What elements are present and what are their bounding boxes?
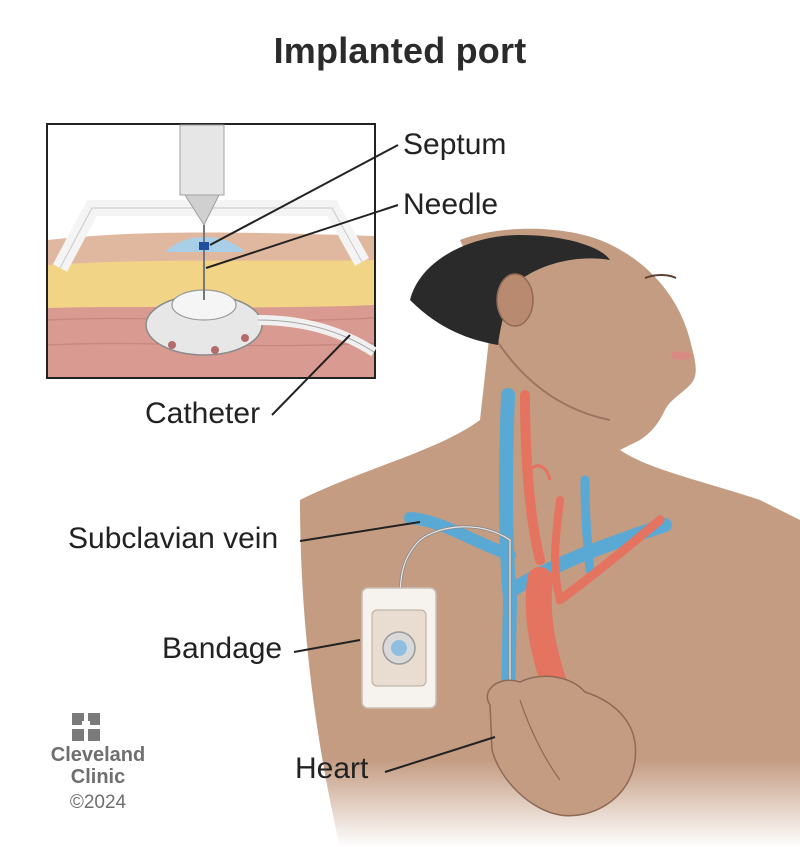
label-needle: Needle <box>403 188 499 221</box>
diagram-title: Implanted port <box>273 30 527 71</box>
heart-leader <box>384 736 496 773</box>
heart-detail <box>519 699 561 781</box>
lips <box>672 351 694 360</box>
brand-name-line1: Cleveland <box>50 744 146 766</box>
leader-lines <box>205 144 496 773</box>
label-bandage: Bandage <box>162 632 283 665</box>
inset-cross-section <box>46 123 377 379</box>
ear <box>496 273 534 327</box>
needle-leader <box>205 204 399 269</box>
label-septum: Septum <box>403 128 507 161</box>
label-catheter: Catheter <box>145 397 261 430</box>
bandage-patch <box>361 587 437 709</box>
brand-copyright: ©2024 <box>69 792 127 813</box>
jaw-line <box>489 329 611 421</box>
catheter-highlight <box>399 526 511 705</box>
catheter-leader <box>271 334 351 416</box>
subclavian-vein-leader <box>299 521 421 542</box>
label-heart: Heart <box>295 752 369 785</box>
septum-leader <box>209 144 399 246</box>
brand-logo-mark <box>72 713 100 741</box>
label-subclavian-vein: Subclavian vein <box>68 522 279 555</box>
eye <box>644 274 677 279</box>
brand-block: Cleveland Clinic ©2024 <box>38 710 158 814</box>
bandage-leader <box>293 639 361 653</box>
brand-name-line2: Clinic <box>70 766 126 788</box>
